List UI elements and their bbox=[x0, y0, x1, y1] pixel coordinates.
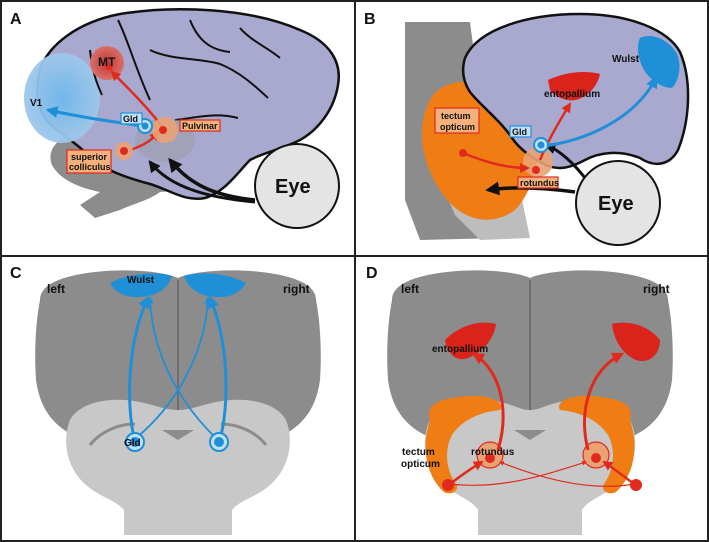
tectum-label-line2-d: opticum bbox=[401, 459, 440, 470]
right-label-c: right bbox=[283, 282, 310, 296]
gld-right-dot bbox=[214, 437, 224, 447]
wulst-area-b bbox=[637, 35, 680, 88]
rotundus-to-entopallium-pathway bbox=[538, 102, 572, 161]
entopallium-left-d bbox=[445, 322, 496, 360]
tectum-to-rotundus-pathway bbox=[462, 151, 530, 173]
superior-colliculus-dot bbox=[120, 147, 128, 155]
entopallium-right-d bbox=[612, 322, 660, 362]
rotundus-left-to-entopallium bbox=[471, 352, 505, 451]
gld-to-wulst-pathway bbox=[544, 75, 658, 148]
mt-label: MT bbox=[98, 55, 116, 69]
panel-b: B Wulst entopallium tectum opticum Gld r… bbox=[364, 11, 690, 246]
gld-dot-b bbox=[537, 141, 545, 149]
rotundus-label-d: rotundus bbox=[471, 447, 515, 458]
pulvinar-dot bbox=[159, 126, 167, 134]
tectum-left-to-rotundus-right bbox=[449, 460, 587, 486]
sulcus bbox=[189, 19, 231, 53]
left-label-c: left bbox=[47, 282, 65, 296]
eye-to-pulvinar-pathway bbox=[168, 157, 256, 202]
sulcus bbox=[149, 49, 269, 99]
pulvinar-label-box bbox=[179, 119, 221, 132]
rotundus-label-b: rotundus bbox=[520, 178, 559, 188]
v1-label: V1 bbox=[30, 98, 43, 109]
superior-colliculus-label-line1: superior bbox=[71, 152, 108, 162]
sulcus bbox=[174, 114, 239, 121]
tectum-label-line1-d: tectum bbox=[402, 447, 435, 458]
panel-a: MT A V1 Gld Pulvinar superior colliculus… bbox=[10, 8, 340, 229]
panel-b-letter: B bbox=[364, 11, 376, 28]
tectum-label-line2-b: opticum bbox=[440, 122, 475, 132]
gld-label: Gld bbox=[123, 114, 138, 124]
entopallium-label-d: entopallium bbox=[432, 344, 488, 355]
eye-a-label: Eye bbox=[275, 176, 311, 198]
tectum-right-dot bbox=[630, 479, 642, 491]
gld-dot bbox=[141, 122, 149, 130]
tectum-right-to-rotundus-left bbox=[499, 461, 635, 487]
rotundus-left-dot bbox=[485, 453, 495, 463]
rotundus-nucleus-b bbox=[523, 147, 553, 177]
sulcus bbox=[239, 27, 281, 59]
right-hemisphere-d bbox=[530, 270, 673, 440]
wulst-label-c: Wulst bbox=[127, 275, 155, 286]
aqueduct-d bbox=[514, 430, 546, 440]
right-hemisphere-c bbox=[178, 270, 321, 440]
gld-label-box-b bbox=[509, 125, 532, 138]
gld-label-c: Gld bbox=[124, 438, 141, 449]
brainstem-d bbox=[424, 399, 636, 535]
right-gld-to-left-wulst bbox=[146, 296, 219, 441]
tectum-label-box-b bbox=[434, 107, 480, 134]
left-gld-to-right-wulst bbox=[135, 296, 212, 439]
entopallium-area-b bbox=[548, 72, 600, 101]
panel-a-letter: A bbox=[10, 11, 22, 28]
tectum-label-line1-b: tectum bbox=[441, 111, 471, 121]
v1-area bbox=[24, 53, 100, 143]
gld-left-dot bbox=[130, 437, 140, 447]
left-gld-to-left-wulst bbox=[128, 295, 150, 439]
rotundus-right-dot bbox=[591, 453, 601, 463]
entopallium-label-b: entopallium bbox=[544, 89, 600, 100]
left-label-d: left bbox=[401, 282, 419, 296]
panel-d: D left right entopallium tectum opticum … bbox=[366, 265, 673, 535]
brainstem-c bbox=[66, 399, 290, 535]
tectum-dot bbox=[459, 149, 467, 157]
rotundus-dot-b bbox=[532, 166, 540, 174]
right-label-d: right bbox=[643, 282, 670, 296]
aqueduct-c bbox=[162, 430, 194, 440]
gld-to-v1-pathway bbox=[45, 106, 144, 128]
eye-b bbox=[575, 160, 661, 246]
gld-label-b: Gld bbox=[512, 127, 527, 137]
sulcus bbox=[117, 19, 151, 101]
panel-c-letter: C bbox=[10, 265, 22, 282]
rotundus-right-to-entopallium bbox=[583, 352, 625, 451]
tectum-left-dot bbox=[442, 479, 454, 491]
gld-label-box bbox=[120, 112, 143, 125]
panel-c: C left right Wulst Gld bbox=[10, 265, 321, 535]
wulst-label-b: Wulst bbox=[612, 54, 640, 65]
pulvinar-label: Pulvinar bbox=[182, 121, 218, 131]
optic-tectum-left bbox=[425, 395, 501, 494]
right-gld-to-right-wulst bbox=[208, 295, 228, 441]
eye-b-label: Eye bbox=[598, 193, 634, 215]
wulst-right-c bbox=[184, 273, 246, 298]
eye-a bbox=[254, 143, 340, 229]
superior-colliculus-label-box bbox=[66, 149, 112, 174]
rotundus-label-box-b bbox=[517, 176, 559, 189]
eye-to-gld-pathway bbox=[148, 160, 256, 204]
sulcus bbox=[89, 49, 103, 96]
ventricle-right-c bbox=[220, 422, 268, 446]
panel-d-letter: D bbox=[366, 265, 378, 282]
wulst-left-c bbox=[110, 273, 172, 298]
superior-colliculus-label-line2: colliculus bbox=[69, 162, 111, 172]
mt-target-dot bbox=[105, 63, 113, 71]
